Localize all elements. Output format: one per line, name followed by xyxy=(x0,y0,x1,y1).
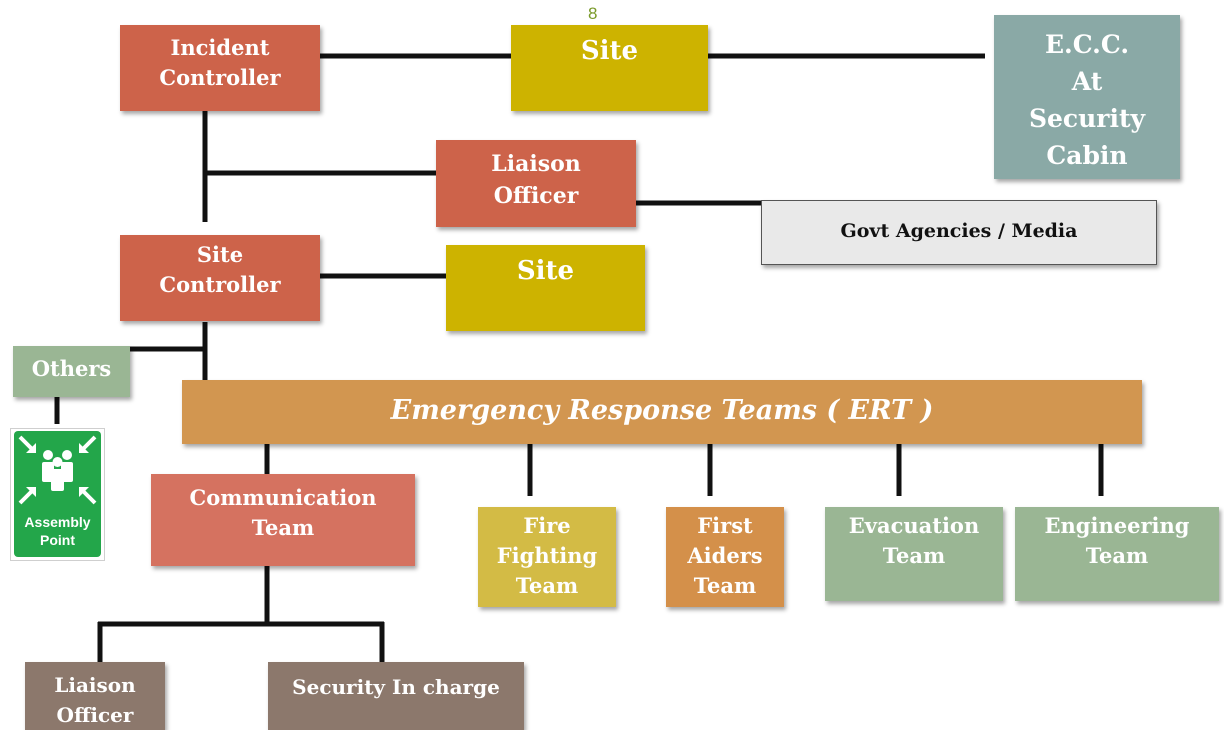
assembly-point-panel: Assembly Point xyxy=(14,431,101,557)
site-mid-label: Site xyxy=(516,256,575,286)
assembly-point-icon xyxy=(18,435,97,505)
liaison-officer-bottom-node: Liaison Officer xyxy=(25,662,165,730)
site-top-node: Site xyxy=(511,25,708,111)
others-label: Others xyxy=(31,356,112,381)
assembly-point-text: Assembly Point xyxy=(24,514,91,548)
first-aiders-team-label: First Aiders Team xyxy=(687,513,763,598)
ert-label: Emergency Response Teams ( ERT ) xyxy=(390,395,934,426)
ecc-node: E.C.C. At Security Cabin xyxy=(994,15,1180,179)
communication-team-node: Communication Team xyxy=(151,474,415,566)
others-node: Others xyxy=(13,346,130,397)
assembly-point-sign: Assembly Point xyxy=(10,428,105,561)
page-number: 8 xyxy=(588,4,598,23)
fire-fighting-team-node: Fire Fighting Team xyxy=(478,507,616,607)
communication-team-label: Communication Team xyxy=(189,485,377,540)
liaison-officer-top-label: Liaison Officer xyxy=(491,151,581,209)
incident-controller-label: Incident Controller xyxy=(159,35,281,90)
engineering-team-label: Engineering Team xyxy=(1044,513,1190,568)
site-controller-node: Site Controller xyxy=(120,235,320,321)
site-controller-label: Site Controller xyxy=(159,242,281,297)
site-mid-node: Site xyxy=(446,245,645,331)
govt-agencies-label: Govt Agencies / Media xyxy=(840,220,1078,242)
liaison-officer-bottom-label: Liaison Officer xyxy=(54,673,136,727)
engineering-team-node: Engineering Team xyxy=(1015,507,1219,601)
ecc-label: E.C.C. At Security Cabin xyxy=(1028,30,1146,170)
govt-agencies-node: Govt Agencies / Media xyxy=(761,200,1157,265)
security-in-charge-node: Security In charge xyxy=(268,662,524,730)
evacuation-team-label: Evacuation Team xyxy=(848,513,980,568)
first-aiders-team-node: First Aiders Team xyxy=(666,507,784,607)
fire-fighting-team-label: Fire Fighting Team xyxy=(496,513,598,598)
ert-node: Emergency Response Teams ( ERT ) xyxy=(182,380,1142,444)
incident-controller-node: Incident Controller xyxy=(120,25,320,111)
evacuation-team-node: Evacuation Team xyxy=(825,507,1003,601)
liaison-officer-top-node: Liaison Officer xyxy=(436,140,636,227)
security-in-charge-label: Security In charge xyxy=(292,675,500,699)
site-top-label: Site xyxy=(580,36,639,66)
